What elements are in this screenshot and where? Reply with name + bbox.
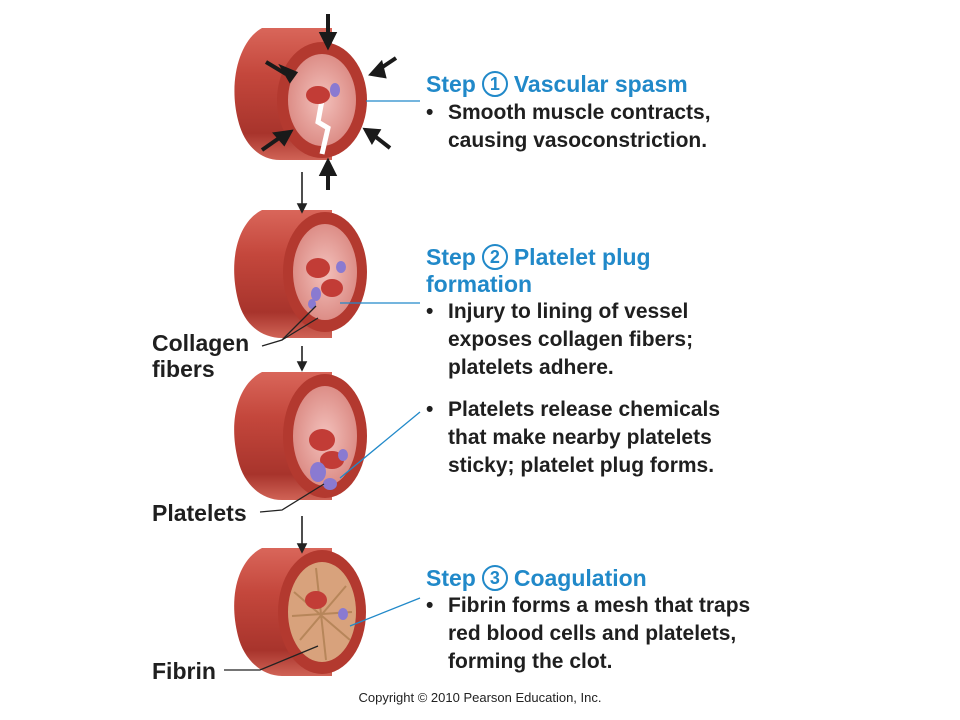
vessel-1 [234,28,367,160]
step-3-number: 3 [481,565,508,591]
flow-arrows [296,172,308,554]
bullet-dot: • [426,594,434,617]
bullet-dot: • [426,300,434,323]
vessel-4 [234,548,366,676]
step-3-line-2: red blood cells and platelets, [448,622,737,645]
collagen-label-line-1: Collagen [152,330,250,356]
step-3-line-1: Fibrin forms a mesh that traps [448,594,751,617]
step-1-name: Vascular spasm [513,71,688,97]
step-2-bullet-1: • Injury to lining of vessel exposes coll… [426,298,693,382]
step-1-bullet: • Smooth muscle contracts, causing vasoco… [426,99,711,155]
leader-lines [224,100,421,671]
vessel-3 [234,372,367,500]
step-2-line-1: Injury to lining of vessel [448,300,689,323]
collagen-fibers-label: Collagen fibers [152,330,249,382]
step-1-line-2: causing vasoconstriction. [448,129,708,152]
step-2-line-2: exposes collagen fibers; [448,328,694,351]
step-2b-line-3: sticky; platelet plug forms. [448,454,715,477]
step-2-title-cont: formation [426,271,533,297]
step-2-name: Platelet plug [513,244,651,270]
step-1-label: Step [426,71,476,97]
step-1-number: 1 [481,71,508,97]
step-2b-line-1: Platelets release chemicals [448,398,721,421]
vessel-2 [234,210,367,338]
platelets-label: Platelets [152,500,247,526]
copyright-notice: Copyright © 2010 Pearson Education, Inc. [358,690,602,705]
collagen-label-line-2: fibers [152,356,215,382]
bullet-dot: • [426,101,434,124]
step-3-name: Coagulation [513,565,647,591]
step-2-bullet-2: • Platelets release chemicals that make n… [426,396,720,480]
step-3-label: Step [426,565,476,591]
spasm-arrows [260,14,398,190]
step-3-bullet: • Fibrin forms a mesh that traps red bloo… [426,592,750,676]
bullet-dot: • [426,398,434,421]
step-2-label: Step [426,244,476,270]
fibrin-label: Fibrin [152,658,216,684]
step-2b-line-2: that make nearby platelets [448,426,712,449]
step-2-number: 2 [481,244,508,270]
step-2-line-3: platelets adhere. [448,356,614,379]
step-1-line-1: Smooth muscle contracts, [448,101,711,124]
step-3-line-3: forming the clot. [448,650,613,673]
